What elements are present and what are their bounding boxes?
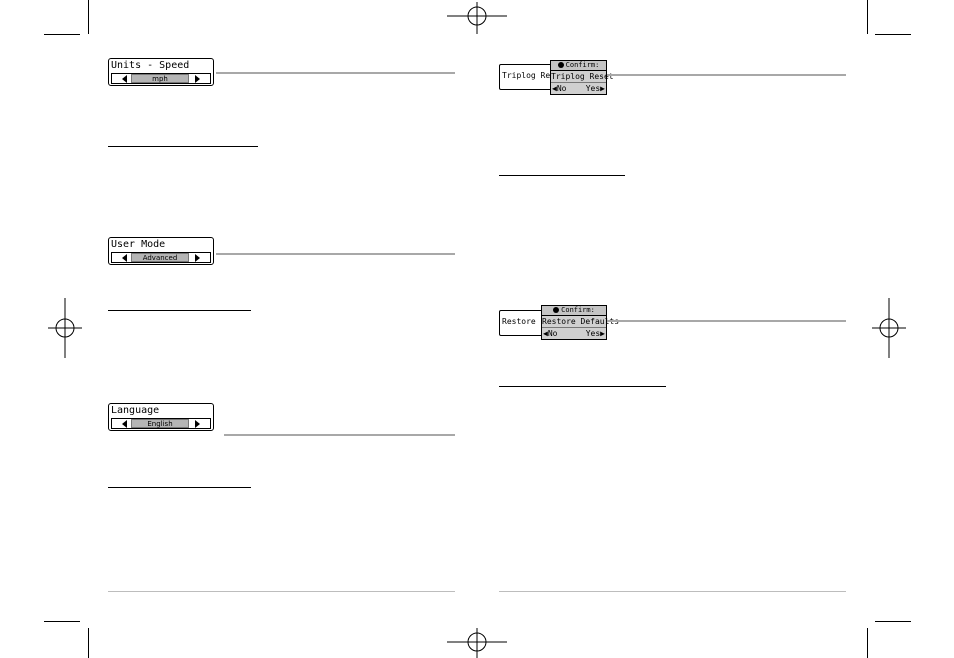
footer-rule bbox=[499, 591, 846, 592]
yes-option[interactable]: Yes▶ bbox=[585, 329, 605, 338]
menu-title: Language bbox=[111, 405, 160, 416]
menu-value: mph bbox=[131, 74, 189, 83]
registration-mark-icon bbox=[872, 298, 906, 358]
footer-rule bbox=[108, 591, 455, 592]
section-rule bbox=[499, 175, 625, 176]
yes-option[interactable]: Yes▶ bbox=[585, 84, 605, 93]
triplog-confirm-dialog[interactable]: Confirm: Triplog Reset ◀No Yes▶ bbox=[550, 60, 614, 95]
section-rule bbox=[108, 146, 258, 147]
leader-line bbox=[607, 320, 846, 322]
menu-title: Triplog Rese bbox=[502, 71, 555, 80]
menu-selector[interactable]: English bbox=[111, 418, 211, 429]
leader-line bbox=[607, 74, 846, 76]
section-rule bbox=[499, 386, 666, 387]
menu-title: User Mode bbox=[111, 239, 166, 250]
restore-confirm-dialog[interactable]: Confirm: Restore Defaults ◀No Yes▶ bbox=[541, 305, 620, 340]
yes-label: Yes bbox=[585, 329, 601, 338]
units-speed-menu[interactable]: Units - Speed mph bbox=[108, 58, 214, 86]
leader-line bbox=[216, 253, 455, 255]
no-label: No bbox=[547, 329, 558, 338]
confirm-title: Confirm: bbox=[561, 306, 595, 314]
registration-mark-icon bbox=[447, 628, 507, 658]
leader-line bbox=[224, 434, 455, 436]
crop-mark bbox=[44, 34, 80, 35]
menu-value: English bbox=[131, 419, 189, 428]
yes-label: Yes bbox=[585, 84, 601, 93]
crop-mark bbox=[867, 0, 868, 34]
crop-mark bbox=[44, 621, 80, 622]
arrow-right-icon[interactable] bbox=[195, 254, 200, 262]
arrow-right-icon[interactable] bbox=[195, 75, 200, 83]
confirm-header: Confirm: bbox=[551, 61, 606, 71]
language-menu[interactable]: Language English bbox=[108, 403, 214, 431]
crop-mark bbox=[88, 0, 89, 34]
no-label: No bbox=[556, 84, 567, 93]
user-mode-menu[interactable]: User Mode Advanced bbox=[108, 237, 214, 265]
confirm-header: Confirm: bbox=[542, 306, 606, 316]
arrow-left-icon[interactable] bbox=[122, 254, 127, 262]
info-icon bbox=[553, 307, 560, 313]
registration-mark-icon bbox=[48, 298, 82, 358]
no-option[interactable]: ◀No bbox=[543, 329, 558, 338]
registration-mark-icon bbox=[447, 2, 507, 34]
arrow-left-icon[interactable] bbox=[122, 75, 127, 83]
confirm-title: Confirm: bbox=[565, 61, 600, 69]
crop-mark bbox=[867, 628, 868, 658]
menu-selector[interactable]: mph bbox=[111, 73, 211, 84]
triplog-reset-menu[interactable]: Triplog Rese bbox=[499, 64, 555, 90]
info-icon bbox=[557, 62, 564, 68]
arrow-left-icon[interactable] bbox=[122, 420, 127, 428]
menu-title: Units - Speed bbox=[111, 60, 190, 71]
section-rule bbox=[108, 487, 251, 488]
confirm-item: Restore Defaults bbox=[542, 317, 620, 328]
section-rule bbox=[108, 310, 251, 311]
confirm-item: Triplog Reset bbox=[551, 72, 614, 83]
menu-title: Restore De bbox=[502, 317, 547, 326]
crop-mark bbox=[875, 34, 911, 35]
menu-selector[interactable]: Advanced bbox=[111, 252, 211, 263]
arrow-right-icon[interactable] bbox=[195, 420, 200, 428]
menu-value: Advanced bbox=[131, 253, 189, 262]
leader-line bbox=[216, 72, 455, 74]
crop-mark bbox=[88, 628, 89, 658]
restore-defaults-menu[interactable]: Restore De bbox=[499, 310, 547, 336]
no-option[interactable]: ◀No bbox=[552, 84, 567, 93]
crop-mark bbox=[875, 621, 911, 622]
